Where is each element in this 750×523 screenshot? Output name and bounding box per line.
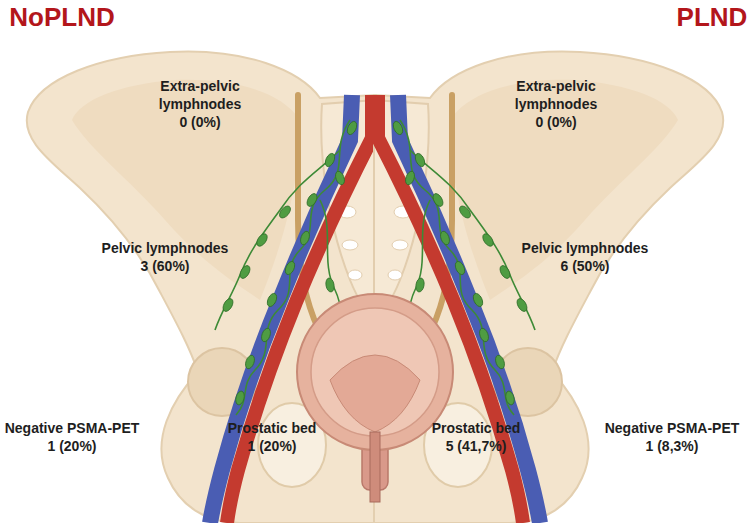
site-label: Pelvic lymphnodes	[510, 239, 660, 257]
site-label: Pelvic lymphnodes	[90, 239, 240, 257]
count-label: 1 (20%)	[0, 437, 144, 455]
bladder	[297, 294, 453, 502]
site-label: Extra-pelvic lymphnodes	[150, 77, 250, 113]
count-label: 0 (0%)	[150, 113, 250, 131]
group-title: PLND	[672, 2, 750, 32]
site-label: Negative PSMA-PET	[0, 419, 144, 437]
site-label: Extra-pelvic lymphnodes	[506, 77, 606, 113]
trigone	[330, 355, 420, 432]
count-label: 5 (41,7%)	[416, 437, 536, 455]
urethra	[370, 432, 380, 502]
site-label: Negative PSMA-PET	[600, 419, 744, 437]
count-label: 1 (20%)	[212, 437, 332, 455]
count-label: 6 (50%)	[510, 257, 660, 275]
bladder-lumen	[311, 308, 439, 436]
group-title: NoPLND	[0, 2, 124, 32]
count-label: 1 (8,3%)	[600, 437, 744, 455]
count-label: 3 (60%)	[90, 257, 240, 275]
site-label: Prostatic bed	[416, 419, 536, 437]
bladder-wall	[297, 294, 453, 450]
count-label: 0 (0%)	[506, 113, 606, 131]
site-label: Prostatic bed	[212, 419, 332, 437]
